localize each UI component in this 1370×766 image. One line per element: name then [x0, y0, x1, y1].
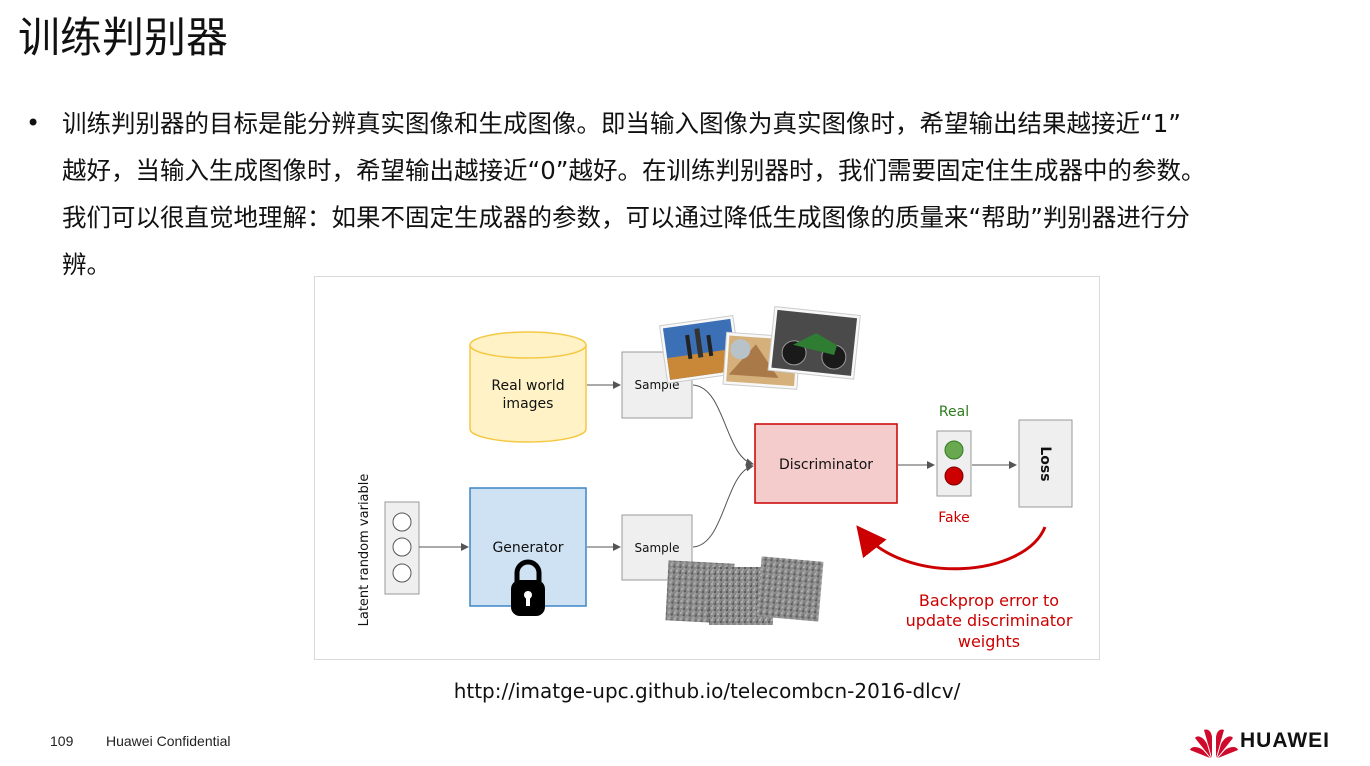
- generated-noise-images: [665, 556, 824, 625]
- real-green-light-icon: [944, 440, 964, 460]
- bullet-line: 训练判别器的目标是能分辨真实图像和生成图像。即当输入图像为真实图像时，希望输出结…: [62, 109, 1181, 138]
- arrow-fake-sample-to-discriminator: [692, 463, 754, 548]
- huawei-logo: HUAWEI: [1190, 722, 1350, 762]
- huawei-petal-icon: [1190, 729, 1238, 758]
- backprop-arrow: [856, 525, 1047, 571]
- real-world-label-1: Real world: [491, 378, 564, 394]
- generator-label: Generator: [492, 540, 563, 556]
- latent-label: Latent random variable: [357, 474, 372, 627]
- latent-node: [392, 563, 412, 583]
- latent-node: [392, 512, 412, 532]
- discriminator-box: [754, 423, 898, 504]
- diagram-svg: Real world images Sample: [357, 306, 1073, 651]
- real-world-label-2: images: [503, 396, 554, 412]
- brand-name: HUAWEI: [1240, 729, 1330, 752]
- bullet-line: 我们可以很直觉地理解：如果不固定生成器的参数，可以通过降低生成图像的质量来“帮助…: [62, 203, 1190, 232]
- arrow-real-sample-to-discriminator: [692, 384, 754, 467]
- real-world-images-cylinder: Real world images: [469, 331, 587, 443]
- bullet-line: 越好，当输入生成图像时，希望输出越接近“0”越好。在训练判别器时，我们需要固定住…: [62, 156, 1206, 185]
- sample-bottom-label: Sample: [635, 541, 680, 555]
- backprop-label-2: update discriminator: [906, 611, 1073, 630]
- fake-red-light-icon: [944, 466, 964, 486]
- gan-discriminator-diagram: Real world images Sample: [314, 276, 1100, 660]
- source-url[interactable]: http://imatge-upc.github.io/telecombcn-2…: [453, 679, 961, 703]
- real-photos: [658, 306, 861, 390]
- page-number: 109: [50, 733, 74, 749]
- lock-icon: [511, 559, 545, 616]
- backprop-label-3: weights: [958, 632, 1020, 651]
- bullet-dot: •: [26, 109, 41, 137]
- confidential-label: Huawei Confidential: [106, 733, 231, 749]
- fake-label: Fake: [938, 510, 970, 526]
- bullet-text: 训练判别器的目标是能分辨真实图像和生成图像。即当输入图像为真实图像时，希望输出结…: [62, 100, 1370, 288]
- bullet-line: 辨。: [62, 250, 111, 279]
- backprop-label-1: Backprop error to: [919, 591, 1059, 610]
- page-title: 训练判别器: [18, 13, 229, 62]
- latent-node: [392, 537, 412, 557]
- loss-box: [1018, 419, 1073, 508]
- discriminator-label: Discriminator: [779, 457, 873, 473]
- loss-label: Loss: [1037, 446, 1053, 481]
- real-label: Real: [939, 404, 969, 420]
